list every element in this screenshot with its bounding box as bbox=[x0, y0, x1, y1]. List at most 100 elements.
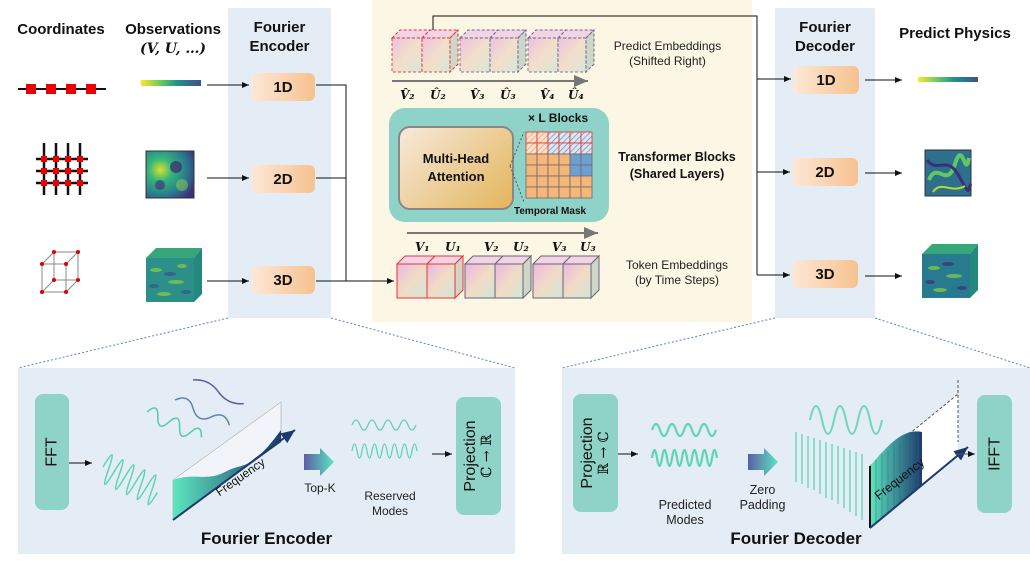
input-token-v3: V₃ bbox=[552, 240, 567, 254]
zero-padding-arrow-icon bbox=[748, 448, 778, 476]
mha-label-line2: Attention bbox=[427, 169, 485, 184]
mask-cell bbox=[547, 175, 560, 188]
header-predict-physics: Predict Physics bbox=[899, 25, 1011, 42]
mask-cell bbox=[580, 142, 593, 155]
ifft-arrow bbox=[955, 451, 975, 457]
mask-cell bbox=[536, 131, 549, 144]
dashed-zoom-to-mask bbox=[509, 131, 525, 203]
mask-cell bbox=[558, 153, 571, 166]
topk-arrow-icon bbox=[304, 448, 334, 476]
header-observations: Observations bbox=[125, 21, 221, 38]
decoder-2d-box[interactable]: 2D bbox=[792, 158, 858, 186]
encoder-3d-box[interactable]: 3D bbox=[251, 266, 315, 294]
mask-cell bbox=[569, 186, 582, 199]
multi-head-attention-box[interactable]: Multi-Head Attention bbox=[398, 126, 514, 210]
input-token-u1: U₁ bbox=[445, 240, 461, 254]
temporal-mask-grid bbox=[525, 131, 593, 199]
fft-label: FFT bbox=[43, 437, 61, 467]
mask-cell bbox=[558, 175, 571, 188]
reserved-line2: Modes bbox=[371, 504, 409, 518]
predict-token-v3: V̂₃ bbox=[470, 88, 485, 102]
header-fourier-decoder: Fourier Decoder bbox=[794, 19, 856, 55]
predicted-modes-waves bbox=[650, 422, 719, 468]
decoder-spectrum-illustration bbox=[795, 380, 969, 529]
ifft-label: IFFT bbox=[986, 437, 1003, 471]
observation-3d-field bbox=[146, 248, 202, 302]
encoder-projection-map: ℂ → ℝ bbox=[478, 434, 495, 478]
blocks-count-label: × L Blocks bbox=[528, 111, 589, 125]
encoder-detail-panel bbox=[18, 368, 515, 554]
header-observations-vars: (V, U, …) bbox=[139, 41, 207, 57]
mask-cell bbox=[558, 142, 571, 155]
predict-embeddings-title: Predict Embeddings bbox=[613, 39, 722, 53]
temporal-mask-label: Temporal Mask bbox=[514, 206, 587, 217]
mask-cell bbox=[536, 142, 549, 155]
decoder-1d-box[interactable]: 1D bbox=[793, 66, 859, 94]
encoder-2d-box[interactable]: 2D bbox=[251, 165, 315, 193]
encoder-detail-title: Fourier Encoder bbox=[200, 529, 333, 548]
mask-cell bbox=[547, 186, 560, 199]
decoder-3d-box[interactable]: 3D bbox=[792, 260, 858, 288]
mask-cell bbox=[536, 186, 549, 199]
input-token-u2: U₂ bbox=[513, 240, 529, 254]
predicted-modes-label: Predicted Modes bbox=[650, 498, 720, 528]
input-token-u3: U₃ bbox=[580, 240, 596, 254]
zero-padding-label: Zero Padding bbox=[730, 483, 795, 513]
predicted-line1: Predicted bbox=[658, 498, 712, 512]
topk-label: Top-K bbox=[304, 481, 336, 495]
predict-token-u3: Û₃ bbox=[500, 88, 516, 102]
input-token-v2: V₂ bbox=[484, 240, 499, 254]
header-coordinates: Coordinates bbox=[17, 21, 105, 38]
predicted-1d-field bbox=[918, 77, 978, 82]
predict-token-v4: V̂₄ bbox=[540, 88, 555, 102]
mask-cell bbox=[547, 153, 560, 166]
mask-cell bbox=[569, 153, 582, 166]
predicted-3d-field bbox=[922, 244, 978, 298]
fft-box[interactable]: FFT bbox=[35, 394, 69, 510]
encoder-spectrum-illustration bbox=[69, 379, 296, 521]
coordinate-1d-icon bbox=[18, 84, 106, 94]
predicted-2d-field bbox=[924, 149, 973, 197]
mask-cell bbox=[580, 131, 593, 144]
mask-cell bbox=[547, 164, 560, 177]
mask-cell bbox=[580, 175, 593, 188]
token-embeddings-title: Token Embeddings bbox=[625, 258, 729, 272]
mask-cell bbox=[580, 164, 593, 177]
token-embedding-cubes bbox=[395, 254, 601, 300]
coordinate-3d-icon bbox=[40, 250, 80, 294]
reserved-line1: Reserved bbox=[364, 489, 416, 503]
mask-cell bbox=[547, 142, 560, 155]
ifft-box[interactable]: IFFT bbox=[977, 395, 1012, 513]
decoder-projection-arrow bbox=[618, 451, 638, 457]
predict-embedding-cubes bbox=[390, 28, 596, 74]
predict-embeddings-label: Predict Embeddings (Shifted Right) bbox=[600, 39, 735, 69]
predict-token-u2: Û₂ bbox=[430, 88, 446, 102]
token-embeddings-label: Token Embeddings (by Time Steps) bbox=[612, 258, 742, 288]
decoder-projection-title: Projection bbox=[578, 417, 596, 489]
coordinate-2d-icon bbox=[36, 143, 88, 195]
predict-embeddings-subtitle: (Shifted Right) bbox=[629, 54, 706, 68]
mask-cell bbox=[536, 175, 549, 188]
mha-label-line1: Multi-Head bbox=[422, 151, 490, 166]
token-embeddings-subtitle: (by Time Steps) bbox=[634, 273, 720, 287]
mask-cell bbox=[558, 164, 571, 177]
mask-cell bbox=[569, 131, 582, 144]
mask-cell bbox=[536, 153, 549, 166]
encoder-projection-title: Projection bbox=[461, 420, 479, 492]
header-fourier-encoder: Fourier Encoder bbox=[249, 19, 310, 55]
reserved-modes-label: Reserved Modes bbox=[355, 489, 425, 519]
mask-cell bbox=[569, 164, 582, 177]
encoder-projection-arrow bbox=[432, 451, 452, 457]
mask-cell bbox=[558, 186, 571, 199]
mask-cell bbox=[580, 186, 593, 199]
predicted-line2: Modes bbox=[666, 513, 704, 527]
mask-cell bbox=[536, 164, 549, 177]
observation-1d-field bbox=[141, 80, 201, 86]
mask-cell bbox=[547, 131, 560, 144]
mask-cell bbox=[569, 142, 582, 155]
encoder-1d-box[interactable]: 1D bbox=[251, 73, 315, 101]
